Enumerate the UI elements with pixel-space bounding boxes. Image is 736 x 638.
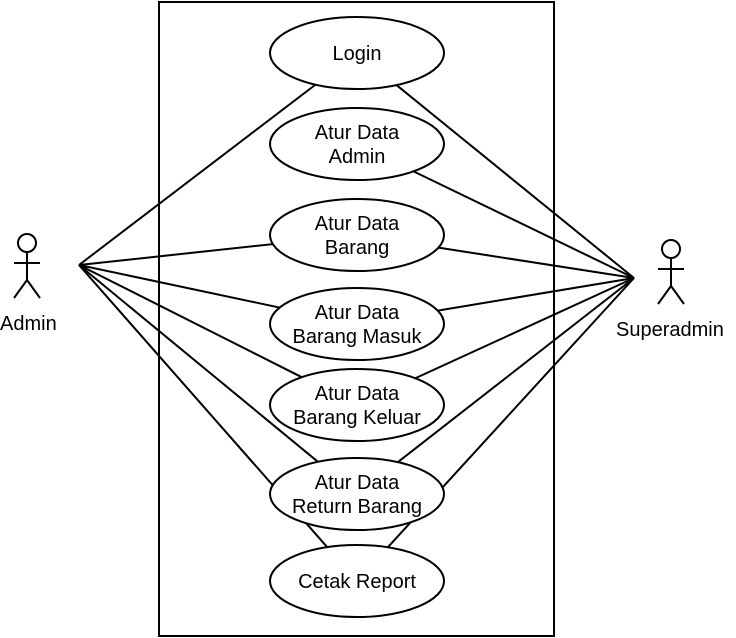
association-superadmin-atur-data-admin (413, 170, 635, 279)
association-superadmin-atur-data-barang-keluar (414, 277, 635, 380)
use-case-label: Atur Data (315, 383, 400, 405)
use-case-label: Cetak Report (298, 571, 416, 593)
use-case-label: Atur Data (315, 302, 400, 324)
use-case-ellipse (269, 368, 445, 442)
association-admin-login (78, 83, 317, 266)
use-case-label: Login (333, 43, 382, 65)
use-case-ellipse (269, 16, 445, 90)
association-superadmin-atur-data-barang (438, 246, 635, 279)
use-case-ellipse (269, 107, 445, 181)
association-superadmin-login (395, 84, 635, 279)
system-boundary (158, 1, 555, 637)
use-case-login: Login (269, 16, 445, 90)
association-admin-atur-data-return-barang (78, 264, 319, 463)
use-case-label: Atur Data (315, 472, 400, 494)
use-case-ellipse (269, 287, 445, 361)
use-case-ellipse (269, 457, 445, 531)
use-case-label: Atur Data (315, 213, 400, 235)
association-admin-atur-data-barang (78, 243, 273, 266)
association-admin-atur-data-barang-keluar (78, 264, 303, 379)
use-case-label: Barang (325, 237, 390, 259)
association-superadmin-atur-data-return-barang (397, 277, 635, 463)
superadmin-actor-label: Superadmin (616, 319, 724, 341)
association-superadmin-atur-data-barang-masuk (437, 277, 635, 312)
use-case-label: Admin (329, 146, 386, 168)
use-case-label: Return Barang (292, 496, 422, 518)
use-case-cetak-report: Cetak Report (269, 544, 445, 618)
admin-actor-label: Admin (0, 313, 57, 335)
association-admin-atur-data-barang-masuk (78, 264, 280, 309)
use-case-label: Atur Data (315, 122, 400, 144)
use-case-label: Barang Keluar (293, 407, 421, 429)
use-case-label: Barang Masuk (293, 326, 423, 348)
superadmin-actor-figure (657, 239, 685, 305)
use-case-ellipse (269, 198, 445, 272)
use-case-ellipse (269, 544, 445, 618)
admin-actor-figure (13, 233, 41, 299)
